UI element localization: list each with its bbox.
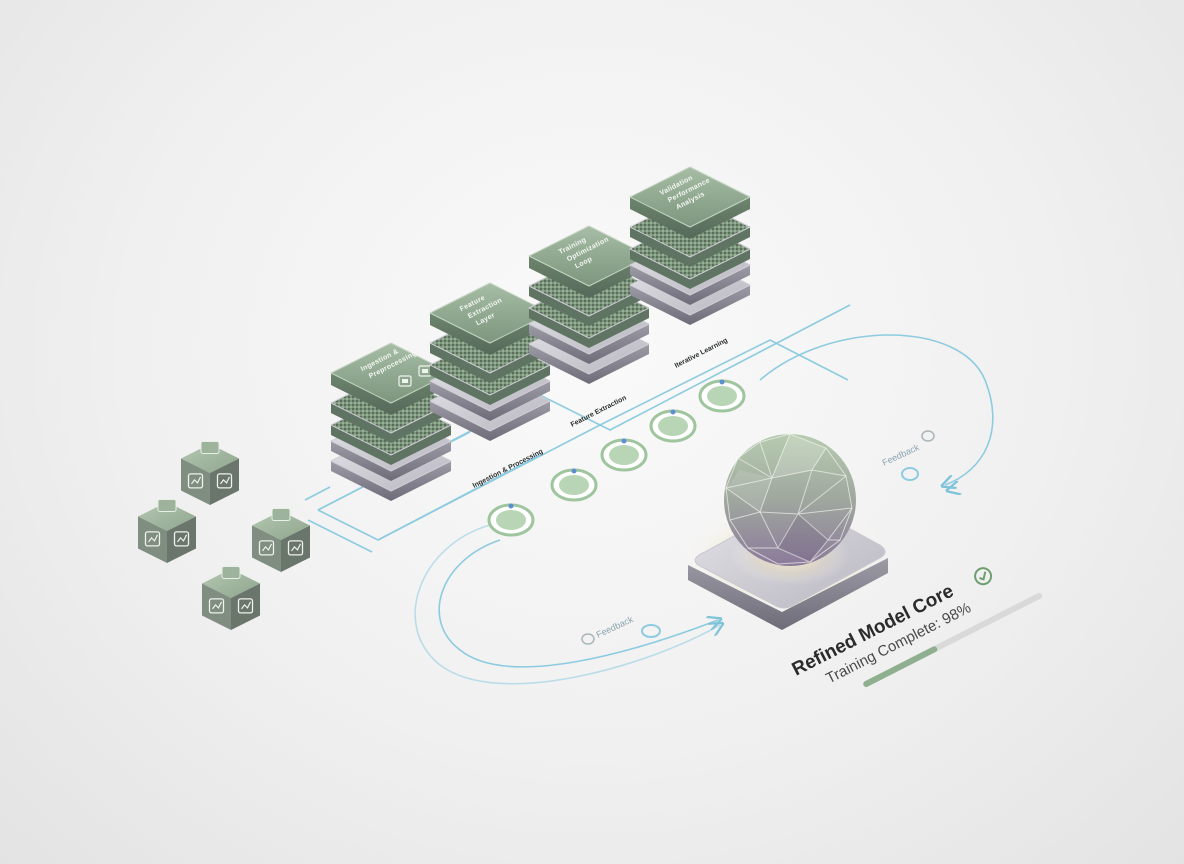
stack-layer-side	[529, 286, 649, 326]
source-cube-media	[202, 566, 260, 630]
stack-layer-side	[331, 403, 451, 443]
cube-top-badge	[271, 508, 291, 521]
stack-layer-side	[630, 249, 750, 289]
stack-layer-side	[630, 265, 750, 305]
stack-layer-side	[529, 308, 649, 348]
gear-icon	[258, 540, 275, 556]
stack-layer-side	[529, 344, 649, 384]
pipeline-nodes	[487, 379, 746, 537]
lower-feedback-arc	[438, 539, 718, 668]
feedback-ring-icon	[641, 624, 661, 638]
check-icon	[974, 567, 993, 586]
stack-layer-side	[331, 461, 451, 501]
stage-label-1: Ingestion & Processing	[472, 448, 544, 490]
stage-stack-1: Ingestion &Preprocessing	[330, 342, 452, 501]
feedback-dot-icon	[581, 633, 595, 645]
source-cube-people	[138, 499, 196, 563]
stack-layer-side	[430, 381, 550, 421]
pipeline-node	[550, 468, 598, 502]
model-core	[676, 433, 896, 630]
stack-layer-side	[630, 197, 750, 239]
stack-layer-side	[430, 365, 550, 405]
stack-layer-side	[331, 425, 451, 465]
feedback-lower-label: Feedback	[595, 614, 636, 640]
stage-tile-top	[528, 225, 650, 287]
stack-layer-side	[529, 324, 649, 364]
core-plinth-side	[688, 558, 888, 630]
stack-layer-side	[331, 441, 451, 481]
feedback-upper-label: Feedback	[881, 442, 922, 468]
stack-layer-side	[529, 256, 649, 298]
pipeline-connectors	[304, 304, 851, 553]
source-cube-chart	[181, 441, 239, 505]
node-status-dot	[670, 409, 676, 415]
crystal-sphere	[724, 433, 856, 566]
stage-tile-top	[629, 166, 751, 228]
source-cube-tools	[252, 508, 310, 572]
stage-stacks: Ingestion &PreprocessingFeatureExtractio…	[330, 166, 751, 501]
node-status-dot	[508, 503, 514, 509]
cube-top-badge	[221, 566, 241, 579]
stack-layer-side	[331, 373, 451, 415]
stack-layer-side	[430, 401, 550, 441]
upper-feedback-arc	[759, 334, 994, 485]
feedback-arcs	[414, 334, 994, 685]
lower-feedback-arc-inner	[414, 524, 720, 685]
cube-top-badge	[200, 441, 220, 454]
stack-layer-side	[630, 285, 750, 325]
pipeline-node	[649, 409, 697, 443]
monitor-icon	[398, 375, 412, 387]
stack-layer-side	[430, 313, 550, 355]
stack-layer-side	[630, 227, 750, 267]
data-source-cubes	[138, 441, 310, 630]
stack-layer-side	[430, 343, 550, 383]
people-icon	[144, 531, 161, 547]
pipeline-node	[600, 438, 648, 472]
pipeline-node	[698, 379, 746, 413]
pipeline-node	[487, 503, 535, 537]
node-status-dot	[719, 379, 725, 385]
feedback-ring-icon	[901, 467, 919, 481]
node-status-dot	[621, 438, 627, 444]
image-icon	[208, 598, 225, 614]
document-icon	[173, 531, 190, 547]
pie-chart-icon	[216, 473, 233, 489]
stage-tile-top	[330, 342, 452, 404]
progress-fill	[863, 646, 938, 687]
node-status-dot	[571, 468, 577, 474]
outer-connector-path	[304, 486, 373, 553]
bottles-icon	[287, 540, 304, 556]
network-icon	[237, 598, 254, 614]
feedback-dot-icon	[921, 430, 935, 442]
feedback-lower: Feedback	[581, 614, 661, 645]
cube-top-badge	[157, 499, 177, 512]
feedback-upper: Feedback	[881, 430, 935, 481]
stage-tile-top	[429, 282, 551, 344]
bar-chart-icon	[187, 473, 204, 489]
